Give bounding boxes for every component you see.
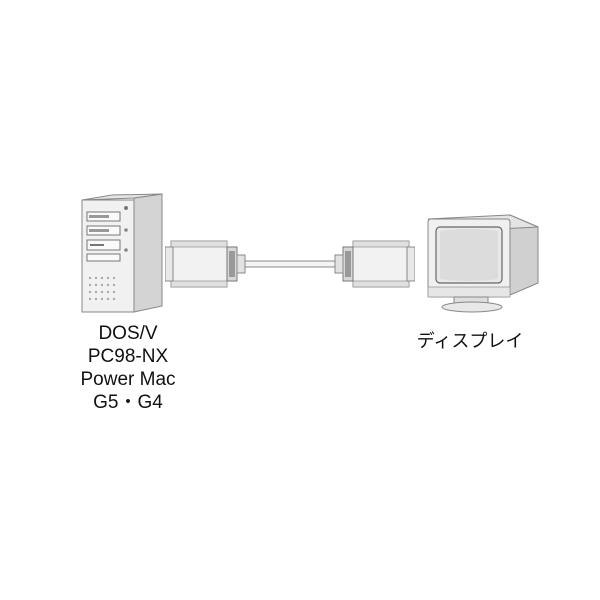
source-label-line-2: PC98-NX: [87, 346, 169, 367]
source-label-line-4: G5・G4: [93, 392, 163, 413]
display-label: ディスプレイ: [416, 331, 524, 351]
right-connector-icon: [334, 240, 415, 288]
vga-cable-icon: [165, 240, 415, 288]
source-label-line-1: DOS/V: [98, 323, 158, 344]
crt-monitor-icon: [427, 214, 539, 313]
source-label-line-3: Power Mac: [80, 369, 176, 390]
computer-tower-icon: [81, 193, 163, 313]
source-device-label: DOS/V PC98-NX Power Mac G5・G4: [48, 322, 208, 414]
left-connector-icon: [165, 240, 246, 288]
